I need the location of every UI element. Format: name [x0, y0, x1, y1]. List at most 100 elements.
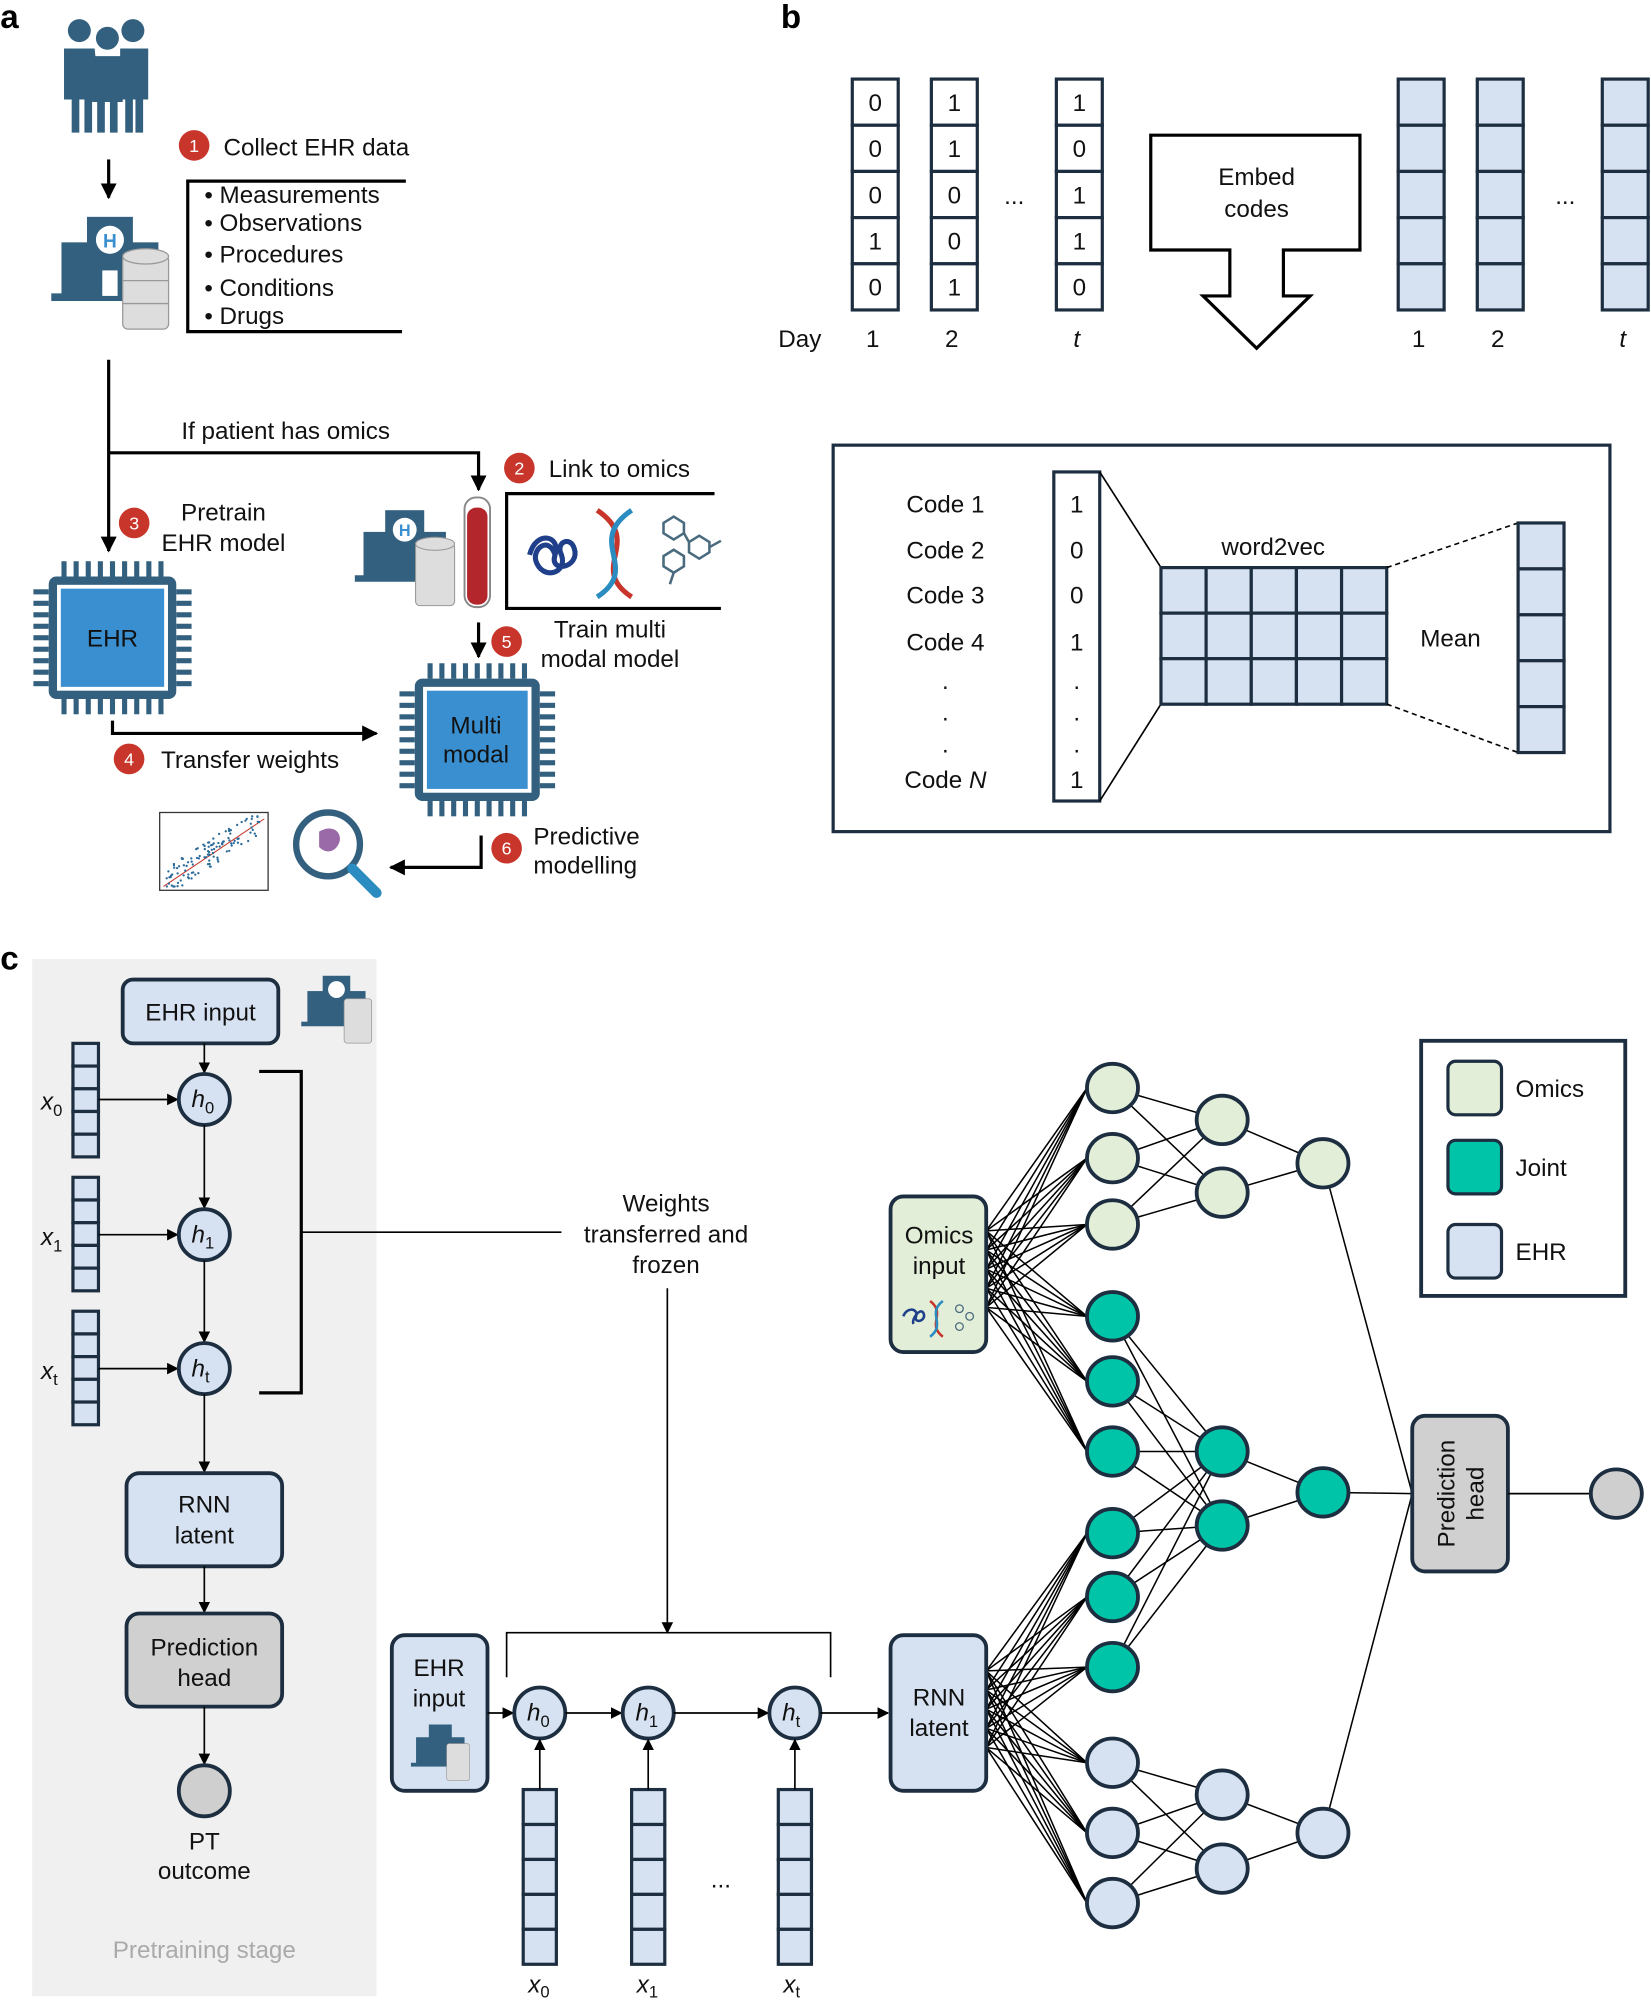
code-value: 1: [948, 275, 961, 302]
scatter-point: [168, 876, 171, 879]
legend-item-joint: Joint: [1446, 1138, 1567, 1196]
step-4: 4 Transfer weights: [113, 743, 339, 775]
scatter-point: [190, 877, 193, 880]
omics-node: [1085, 1132, 1140, 1185]
embedding-matrix: [1159, 566, 1389, 706]
code-cell: [1054, 123, 1104, 174]
network-edge: [985, 1249, 1088, 1317]
network-edge: [985, 1747, 1088, 1904]
embedding-cell: [1600, 123, 1650, 174]
scatter-point: [244, 819, 247, 822]
step-label: Transfer weights: [161, 747, 339, 774]
legend-swatch: [1446, 1138, 1504, 1196]
network-edge: [985, 1708, 1088, 1834]
input-cell: [776, 1857, 814, 1896]
ehr-node: [1085, 1876, 1140, 1930]
network-edge: [985, 1689, 1088, 1764]
ehr-input-label: input: [413, 1686, 466, 1713]
matrix-cell: [1204, 657, 1253, 706]
ehr-item: • Observations: [204, 210, 362, 237]
scatter-point: [227, 829, 231, 833]
step-3: 3 Pretrain EHR model: [118, 499, 285, 557]
scatter-point: [221, 843, 224, 846]
network-edge: [1111, 1315, 1223, 1453]
mean-cell: [1516, 567, 1566, 617]
scatter-point: [251, 828, 254, 831]
scatter-point: [184, 869, 187, 872]
rnn-latent-box: [888, 1633, 989, 1793]
scatter-point: [176, 872, 179, 875]
code-value: 1: [1073, 182, 1086, 209]
input-cell: [630, 1892, 667, 1931]
ehr-input-label: EHR: [413, 1655, 464, 1682]
ehr-items-list: • Measurements• Observations• Procedures…: [204, 182, 379, 330]
magnifier-icon: [292, 809, 382, 898]
panel-label-b: b: [781, 0, 801, 36]
scatter-point: [195, 856, 199, 860]
mean-cell: [1516, 659, 1566, 709]
code-value: 1: [948, 90, 961, 117]
scatter-point: [247, 839, 250, 843]
scatter-point: [229, 832, 232, 835]
scatter-point: [190, 857, 193, 860]
network-edge: [1111, 1380, 1223, 1526]
omics-node: [1085, 1198, 1140, 1251]
scatter-point: [177, 865, 181, 868]
code-vector-value: 1: [1070, 492, 1083, 519]
omics-node: [1194, 1166, 1250, 1219]
network-edge: [985, 1670, 1088, 1764]
joint-node: [1194, 1499, 1250, 1552]
ehr-node: [1295, 1806, 1351, 1860]
embedding-cell: [1475, 262, 1525, 312]
code-vector-value: 0: [1070, 582, 1083, 609]
x-label: x0: [527, 1971, 549, 2000]
input-cell: [521, 1822, 558, 1862]
joint-node: [1085, 1507, 1140, 1560]
scatter-point: [196, 847, 199, 850]
joint-node: [1085, 1290, 1140, 1343]
scatter-point: [249, 831, 252, 834]
input-cell: [776, 1927, 814, 1966]
matrix-cell: [1159, 657, 1208, 706]
input-cell: [71, 1332, 101, 1359]
scatter-point: [216, 858, 219, 861]
ehr-item: • Drugs: [204, 303, 284, 330]
network-edge: [986, 1746, 1088, 1764]
network-edge: [1111, 1451, 1223, 1598]
network-edge: [985, 1087, 1088, 1270]
day-number: t: [1619, 326, 1627, 353]
scatter-point: [190, 860, 193, 863]
day-number: 2: [945, 326, 958, 353]
scatter-point: [212, 855, 215, 858]
matrix-cell: [1249, 566, 1299, 615]
ehr-input-label: EHR input: [145, 999, 256, 1026]
input-cell: [71, 1309, 101, 1336]
code-vector-value: 1: [1070, 630, 1083, 657]
step-number: 6: [502, 839, 512, 859]
svg-text:H: H: [103, 231, 117, 252]
weights-note: transferred and: [584, 1221, 748, 1248]
code-value: 0: [1073, 275, 1086, 302]
scatter-point: [179, 879, 182, 882]
scatter-point: [228, 849, 231, 853]
outcome-label: outcome: [158, 1858, 251, 1885]
code-value: 1: [948, 136, 961, 163]
panel-label-a: a: [0, 0, 19, 36]
input-cell: [71, 1400, 101, 1427]
network-edge: [985, 1596, 1088, 1710]
step-label: modelling: [533, 853, 637, 880]
multimodal-chip-label: modal: [443, 742, 509, 769]
network-edge: [985, 1689, 1088, 1904]
code-label: .: [942, 700, 949, 727]
x-label: xt: [782, 1971, 800, 2000]
hospital-database-icon: H: [51, 216, 170, 330]
scatter-point: [172, 864, 176, 867]
scatter-point: [230, 844, 233, 847]
step-5: 5 Train multi modal model: [491, 617, 679, 673]
ehr-chip-icon: [33, 561, 192, 715]
scatter-point: [227, 836, 230, 840]
